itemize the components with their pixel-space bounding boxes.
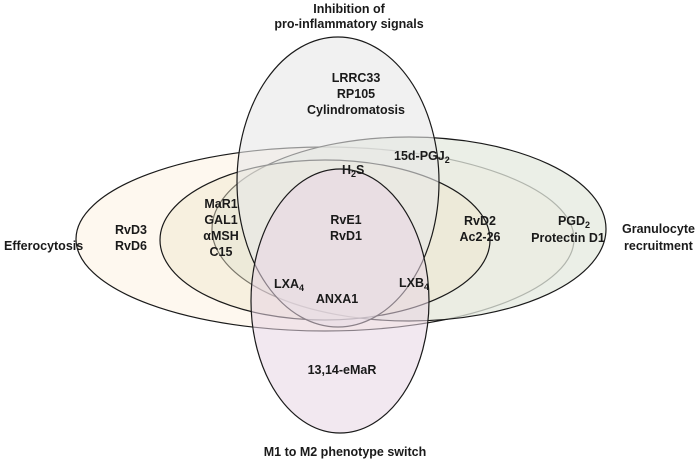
rp105-label: RP105 xyxy=(337,87,375,101)
m1-m2-switch-ellipse xyxy=(250,168,430,434)
inhibition-category-label-line1: Inhibition of xyxy=(313,2,385,16)
c15-label: C15 xyxy=(210,245,233,259)
inhibition-category-label-line2: pro-inflammatory signals xyxy=(274,17,423,31)
rvd1-label: RvD1 xyxy=(330,229,362,243)
amsh-label: αMSH xyxy=(203,229,238,243)
rvd3-label: RvD3 xyxy=(115,223,147,237)
m1-m2-category-label: M1 to M2 phenotype switch xyxy=(264,445,427,459)
rvd2-label: RvD2 xyxy=(464,214,496,228)
pgd2-label: PGD2 xyxy=(558,214,590,230)
granulocyte-category-label-line1: Granulocyte xyxy=(622,222,695,236)
rvd6-label: RvD6 xyxy=(115,239,147,253)
lrrc33-label: LRRC33 xyxy=(332,71,381,85)
rve1-label: RvE1 xyxy=(330,213,361,227)
lxa4-label: LXA4 xyxy=(274,277,304,293)
cylindromatosis-label: Cylindromatosis xyxy=(307,103,405,117)
granulocyte-category-label-line2: recruitment xyxy=(624,239,694,253)
ac2-26-label: Ac2-26 xyxy=(460,230,501,244)
mar1-label: MaR1 xyxy=(204,197,237,211)
h2s-label: H2S xyxy=(342,163,364,179)
anxa1-label: ANXA1 xyxy=(316,292,358,306)
13-14-emar-label: 13,14-eMaR xyxy=(308,363,377,377)
gal1-label: GAL1 xyxy=(204,213,237,227)
protectin-d1-label: Protectin D1 xyxy=(531,231,605,245)
efferocytosis-category-label: Efferocytosis xyxy=(4,239,83,253)
lxb4-label: LXB4 xyxy=(399,276,429,292)
15d-pgj2-label: 15d-PGJ2 xyxy=(394,149,450,165)
